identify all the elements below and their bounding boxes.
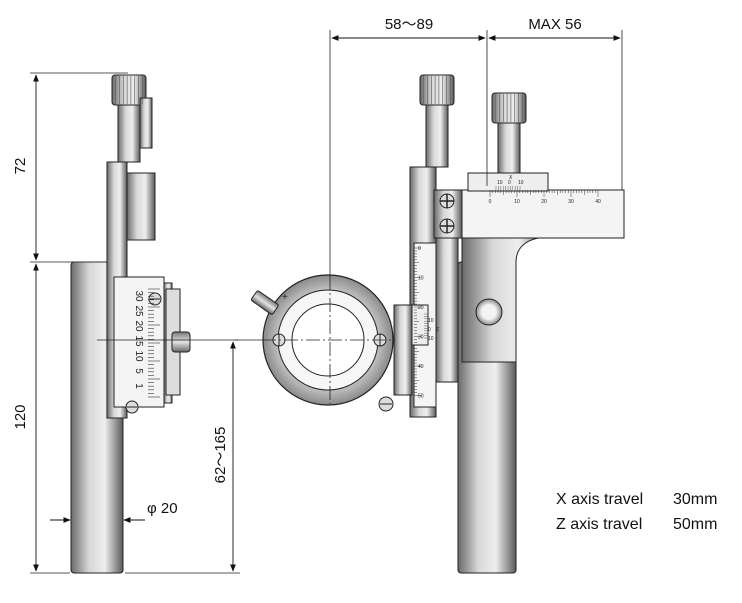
left-scale-number: 25 <box>133 305 144 317</box>
front-horizontal-scale-labels: 0 10 20 30 40 <box>489 199 601 205</box>
front-top-knob <box>419 74 455 106</box>
front-right-knob-shaft <box>497 122 521 174</box>
left-scale-number: 30 <box>133 290 144 302</box>
vertical-scale-label: 40 <box>418 364 424 370</box>
horizontal-scale-label: 10 <box>514 199 520 205</box>
horizontal-scale-label: 0 <box>489 199 492 205</box>
left-knurl-screw <box>171 331 191 353</box>
front-view: 0 10 20 30 40 0 10 20 30 40 50 10 0 10 X 10 0 10 … <box>251 74 625 574</box>
dimension-lines <box>33 35 621 572</box>
front-right-knob <box>491 92 527 124</box>
front-sub-column <box>435 236 459 383</box>
left-scale-ticks <box>148 288 160 398</box>
knob-knurling <box>115 76 143 104</box>
front-horizontal-scale-ticks <box>489 186 599 197</box>
left-knob-side <box>139 97 153 149</box>
horizontal-scale-label: 30 <box>568 199 574 205</box>
left-scale-numbers: 30 25 20 15 10 5 1 <box>133 290 144 389</box>
vernier-x-label-right: 10 <box>518 180 524 186</box>
horizontal-scale-label: 40 <box>595 199 601 205</box>
vertical-scale-label: 50 <box>418 394 424 400</box>
dim-58-89-label: 58～89 <box>385 16 433 33</box>
vertical-scale-label: 30 <box>418 335 424 341</box>
clamp-plus-mark: + <box>282 292 288 303</box>
dim-120-label: 120 <box>12 404 29 429</box>
left-scale-number: 15 <box>133 335 144 347</box>
front-horizontal-arm <box>433 189 625 239</box>
left-side-view: 30 25 20 15 10 5 1 <box>70 74 191 574</box>
center-and-extension-lines <box>30 30 623 574</box>
vernier-x-letter: X <box>509 175 513 181</box>
vertical-scale-label: 20 <box>418 305 424 311</box>
left-scale-number: 10 <box>133 350 144 362</box>
vernier-x-label-left: 10 <box>497 180 503 186</box>
dim-62-165-label: 62～165 <box>212 427 229 484</box>
left-knob-shaft <box>117 104 141 163</box>
left-column-side-plate <box>126 172 156 241</box>
front-angled-clamp <box>251 290 279 315</box>
spec-z-value: 50mm <box>673 516 717 533</box>
vertical-scale-label: 0 <box>418 246 421 252</box>
knob-knurling <box>423 76 451 104</box>
dim-diameter-label: φ 20 <box>147 500 178 517</box>
dim-max56-label: MAX 56 <box>528 16 581 33</box>
vernier-z-label-mid: 0 <box>428 327 431 333</box>
front-vernier-x-plate <box>467 172 549 192</box>
spec-x-value: 30mm <box>673 491 717 508</box>
travel-specs: X axis travel 30mm Z axis travel 50mm <box>556 491 717 533</box>
horizontal-scale-label: 20 <box>541 199 547 205</box>
front-bracket-hole <box>475 298 503 326</box>
vertical-scale-label: 10 <box>418 276 424 282</box>
spec-x-label: X axis travel <box>556 491 643 508</box>
vernier-z-label-top: 10 <box>428 318 434 324</box>
front-vertical-scale-ticks <box>414 247 428 396</box>
vernier-z-letter: Z <box>436 327 439 333</box>
vernier-x-label-mid: 0 <box>508 180 511 186</box>
front-knob-shaft <box>425 104 449 168</box>
left-scale-number: 20 <box>133 320 144 332</box>
spec-z-label: Z axis travel <box>556 516 642 533</box>
left-scale-number: 5 <box>133 368 144 374</box>
front-vertical-scale-labels: 0 10 20 30 40 50 <box>418 246 424 400</box>
dim-72-label: 72 <box>12 158 29 175</box>
front-l-bracket <box>461 236 551 363</box>
vernier-z-label-bottom: 10 <box>428 336 434 342</box>
knob-knurling <box>495 94 523 122</box>
left-scale-number: 1 <box>133 383 144 389</box>
front-slider-block <box>393 304 413 396</box>
